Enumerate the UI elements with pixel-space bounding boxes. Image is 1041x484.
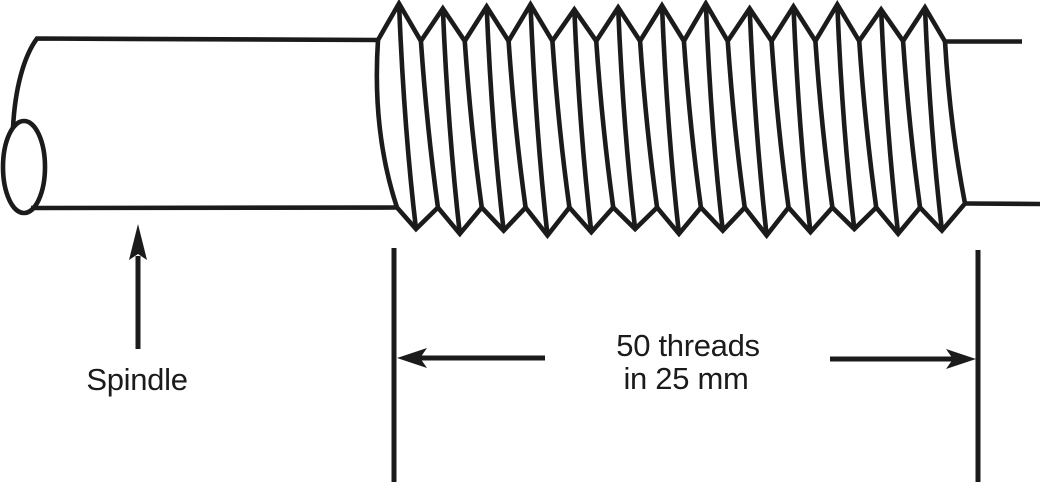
thread-flank-line <box>637 40 660 208</box>
thread-flank-line <box>374 39 400 209</box>
spindle-bottom-edge <box>30 205 398 211</box>
thread-bottom-profile <box>395 202 967 240</box>
dimension-annotation: 50 threads in 25 mm <box>391 248 981 482</box>
dimension-arrowhead-right <box>946 349 976 369</box>
thread-flank-line <box>462 40 485 208</box>
thread-flank-line <box>659 5 682 235</box>
thread-flank-line <box>813 40 835 208</box>
thread-flank-line <box>878 9 901 235</box>
thread-flank-line <box>528 4 550 236</box>
thread-flank-line <box>942 41 968 204</box>
dimension-label-line2: in 25 mm <box>623 361 748 396</box>
thread-flank-line <box>900 40 923 208</box>
thread-flank-line <box>922 7 945 231</box>
spindle-arrowhead <box>129 224 147 260</box>
thread-flank-line <box>791 6 813 233</box>
thread-flank-line <box>835 4 857 230</box>
dimension-label-line1: 50 threads <box>616 328 760 363</box>
thread-flank-line <box>484 6 506 231</box>
spindle-top-edge <box>10 36 379 129</box>
thread-flank-line <box>856 40 879 208</box>
spindle-end-cap-ellipse <box>0 118 48 216</box>
thread-flank-line <box>418 40 441 208</box>
thread-flank-line <box>769 40 791 208</box>
thread-flank-line <box>725 40 748 208</box>
thread-flank-line <box>506 40 528 208</box>
spindle-annotation: Spindle <box>86 224 188 397</box>
thread-flank-line <box>593 40 616 208</box>
thread-flank-line <box>550 40 572 208</box>
thread-flank-line <box>396 3 419 230</box>
spindle-body <box>0 36 398 216</box>
thread-flank-line <box>440 8 463 235</box>
right-shaft <box>945 39 1041 207</box>
spindle-label: Spindle <box>86 362 187 397</box>
dimension-arrowhead-left <box>397 348 427 368</box>
thread-flank-line <box>572 9 594 233</box>
right-shaft-bottom-edge <box>964 201 1041 207</box>
thread-flank-line <box>681 40 704 208</box>
thread-flank-line <box>703 3 726 231</box>
thread-pattern <box>374 0 968 240</box>
thread-flank-line <box>747 8 769 236</box>
thread-flank-line <box>615 7 638 230</box>
